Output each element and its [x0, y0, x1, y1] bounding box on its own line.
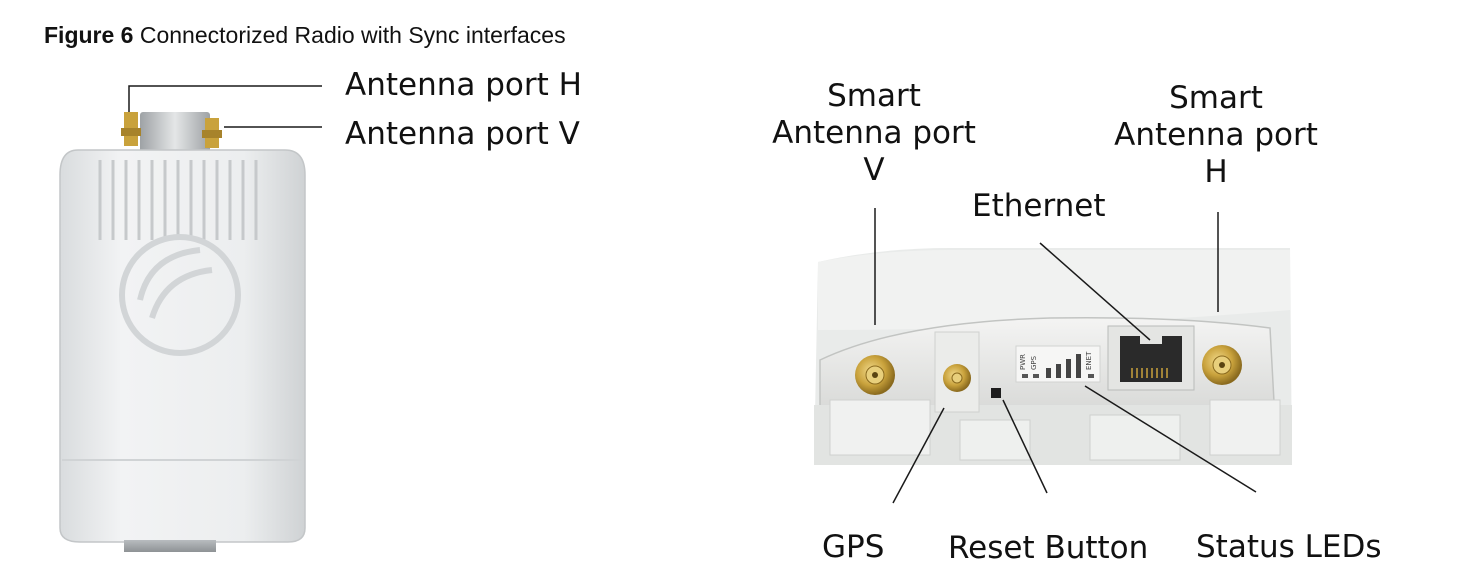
label-smart-antenna-port-v-line-2: Antenna port [772, 115, 976, 152]
label-smart-antenna-port-h-line-3: H [1204, 154, 1228, 191]
radio-unit-front [59, 85, 322, 552]
leader-status-leds [1084, 385, 1257, 493]
label-smart-antenna-port-h: Smart Antenna port H [1114, 80, 1318, 192]
figure-title: Connectorized Radio with Sync interfaces [139, 22, 566, 48]
led-label-enet: ENET [1085, 351, 1093, 370]
label-smart-antenna-port-v: Smart Antenna port V [772, 78, 976, 190]
label-smart-antenna-port-h-line-1: Smart [1169, 80, 1263, 116]
leader-reset-button [1002, 399, 1048, 494]
radio-unit-underside: PWR GPS ENET [814, 208, 1292, 504]
leader-antenna-h [128, 85, 322, 112]
label-smart-antenna-port-h-line-2: Antenna port [1114, 117, 1318, 154]
label-antenna-port-h: Antenna port H [345, 67, 582, 103]
antenna-mount-cylinder [140, 112, 210, 156]
smart-antenna-port-h-connector [1202, 345, 1242, 385]
reset-button [991, 388, 1001, 398]
label-ethernet: Ethernet [972, 188, 1106, 224]
antenna-connector-h [121, 112, 141, 146]
housing-ribs [98, 160, 258, 240]
label-antenna-port-v: Antenna port V [345, 116, 580, 152]
cable-gland [124, 540, 216, 552]
leader-ethernet [1039, 242, 1151, 341]
label-status-leds: Status LEDs [1196, 529, 1382, 565]
gps-connector [934, 331, 980, 413]
radio-housing [59, 149, 306, 543]
figure-number: Figure 6 [44, 22, 134, 48]
label-smart-antenna-port-v-line-1: Smart [827, 78, 921, 114]
label-gps: GPS [822, 529, 885, 565]
cambium-logo-icon [119, 234, 241, 356]
label-reset-button: Reset Button [948, 530, 1149, 566]
smart-antenna-port-v-connector [855, 355, 895, 395]
antenna-connector-v [202, 118, 222, 148]
led-label-pwr: PWR [1019, 354, 1027, 370]
status-led-panel: PWR GPS ENET [1015, 345, 1101, 383]
ethernet-port [1107, 325, 1195, 391]
label-smart-antenna-port-v-line-3: V [863, 152, 885, 189]
leader-gps [892, 407, 945, 504]
figure-caption: Figure 6 Connectorized Radio with Sync i… [44, 22, 566, 49]
led-label-gps: GPS [1030, 355, 1038, 370]
